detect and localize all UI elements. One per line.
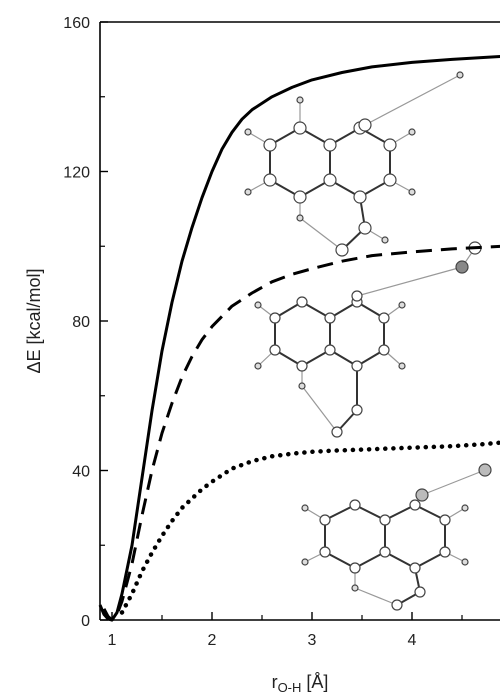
x-ticks: 1 2 3 4 <box>108 612 463 649</box>
molecule-inset-middle <box>254 241 482 438</box>
x-tick-label-2: 3 <box>308 632 317 649</box>
y-ticks: 0 40 80 120 160 <box>63 15 108 630</box>
x-axis-title-sub: O-H <box>278 680 302 695</box>
molecule-inset-top <box>244 71 464 257</box>
x-tick-label-3: 4 <box>408 632 417 649</box>
molecule-inset-bottom <box>301 463 492 611</box>
x-axis-title-unit: [Å] <box>301 672 328 692</box>
y-tick-label-4: 160 <box>63 15 90 32</box>
series-line-dashed <box>102 244 500 622</box>
y-tick-label-2: 80 <box>72 314 90 331</box>
x-axis-title: rO-H [Å] <box>272 672 329 695</box>
y-axis-title: ΔE [kcal/mol] <box>24 268 44 373</box>
series-line-solid <box>98 55 500 622</box>
y-tick-label-0: 0 <box>81 613 90 630</box>
x-axis-title-main: r <box>272 672 278 692</box>
y-tick-label-3: 120 <box>63 165 90 182</box>
y-tick-label-1: 40 <box>72 464 90 481</box>
series-line-dotted <box>119 440 500 615</box>
series-group <box>98 55 500 622</box>
x-tick-label-0: 1 <box>108 632 117 649</box>
x-tick-label-1: 2 <box>208 632 217 649</box>
